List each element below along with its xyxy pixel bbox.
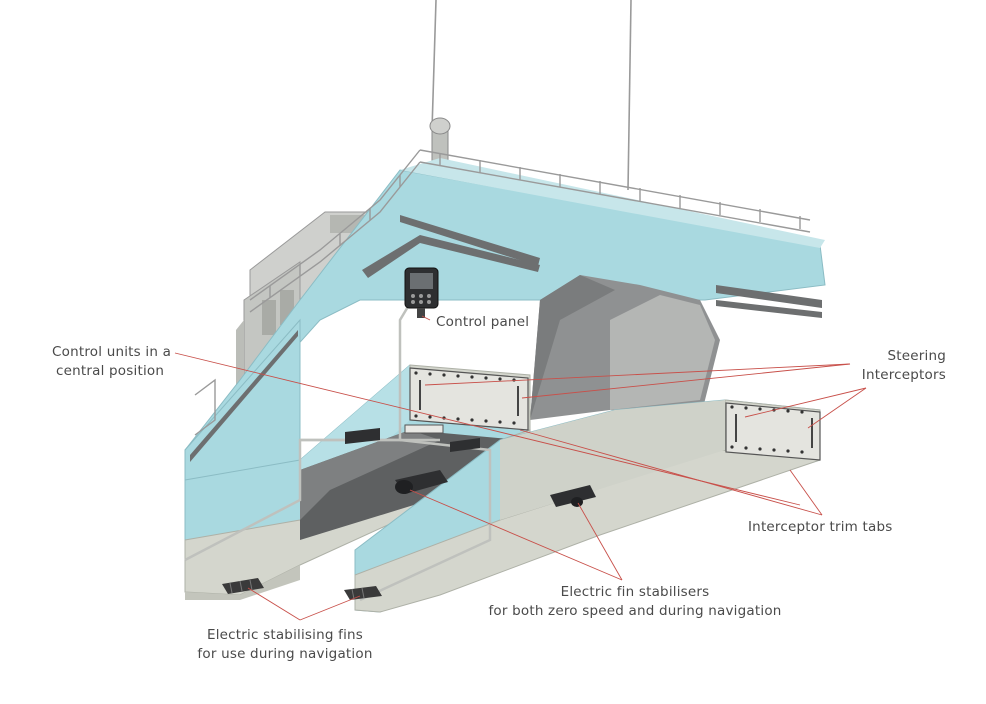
upper-hull xyxy=(184,158,826,582)
leader-steering-4 xyxy=(807,387,867,429)
leader-control-panel xyxy=(421,315,431,321)
leader-fin-stab-2 xyxy=(577,502,623,581)
leader-steering-1 xyxy=(424,363,851,386)
stabilising-fin-right xyxy=(344,586,382,600)
steering-interceptors-line-1: Steering xyxy=(887,348,946,364)
right-hull xyxy=(354,399,821,613)
control-panel-text: Control panel xyxy=(436,314,530,330)
steering-interceptor-left xyxy=(409,367,529,431)
steering-interceptor-right xyxy=(725,402,821,461)
deck-railing xyxy=(194,149,811,436)
label-stabilising-fins: Electric stabilising fins for use during… xyxy=(170,626,400,664)
control-units-line-2: central position xyxy=(56,363,165,379)
control-panel-device xyxy=(404,267,439,318)
leader-fin-stab-1 xyxy=(409,489,623,581)
label-steering-interceptors: Steering Interceptors xyxy=(834,347,946,385)
fin-stabiliser-right xyxy=(550,485,596,507)
label-control-panel: Control panel xyxy=(436,313,529,332)
leader-steering-3 xyxy=(744,387,867,418)
tunnel xyxy=(530,275,720,420)
control-units xyxy=(345,424,480,452)
stabilising-fin-left xyxy=(222,578,264,594)
label-control-units: Control units in a central position xyxy=(52,343,171,381)
leader-trim-tabs-2 xyxy=(789,469,823,516)
fin-stabilisers-line-2: for both zero speed and during navigatio… xyxy=(488,603,782,619)
leader-stab-fins-2 xyxy=(299,595,361,621)
label-fin-stabilisers: Electric fin stabilisers for both zero s… xyxy=(470,583,800,621)
antenna-right xyxy=(627,0,632,191)
label-interceptor-trim-tabs: Interceptor trim tabs xyxy=(748,518,893,537)
fin-stabiliser-left xyxy=(395,470,448,494)
steering-interceptors-line-2: Interceptors xyxy=(861,367,946,383)
leader-trim-tabs-1 xyxy=(519,429,823,516)
stabilising-fins-line-2: for use during navigation xyxy=(197,646,373,662)
left-keel xyxy=(185,565,300,600)
fin-stabilisers-line-1: Electric fin stabilisers xyxy=(560,584,710,600)
leader-stab-fins-1 xyxy=(247,587,301,621)
leader-lines xyxy=(174,315,867,621)
interceptor-trim-tabs-text: Interceptor trim tabs xyxy=(748,519,893,535)
control-units-line-1: Control units in a xyxy=(52,344,172,360)
leader-steering-2 xyxy=(521,363,851,399)
stabilising-fins-line-1: Electric stabilising fins xyxy=(206,627,364,643)
antenna-left xyxy=(431,0,437,131)
